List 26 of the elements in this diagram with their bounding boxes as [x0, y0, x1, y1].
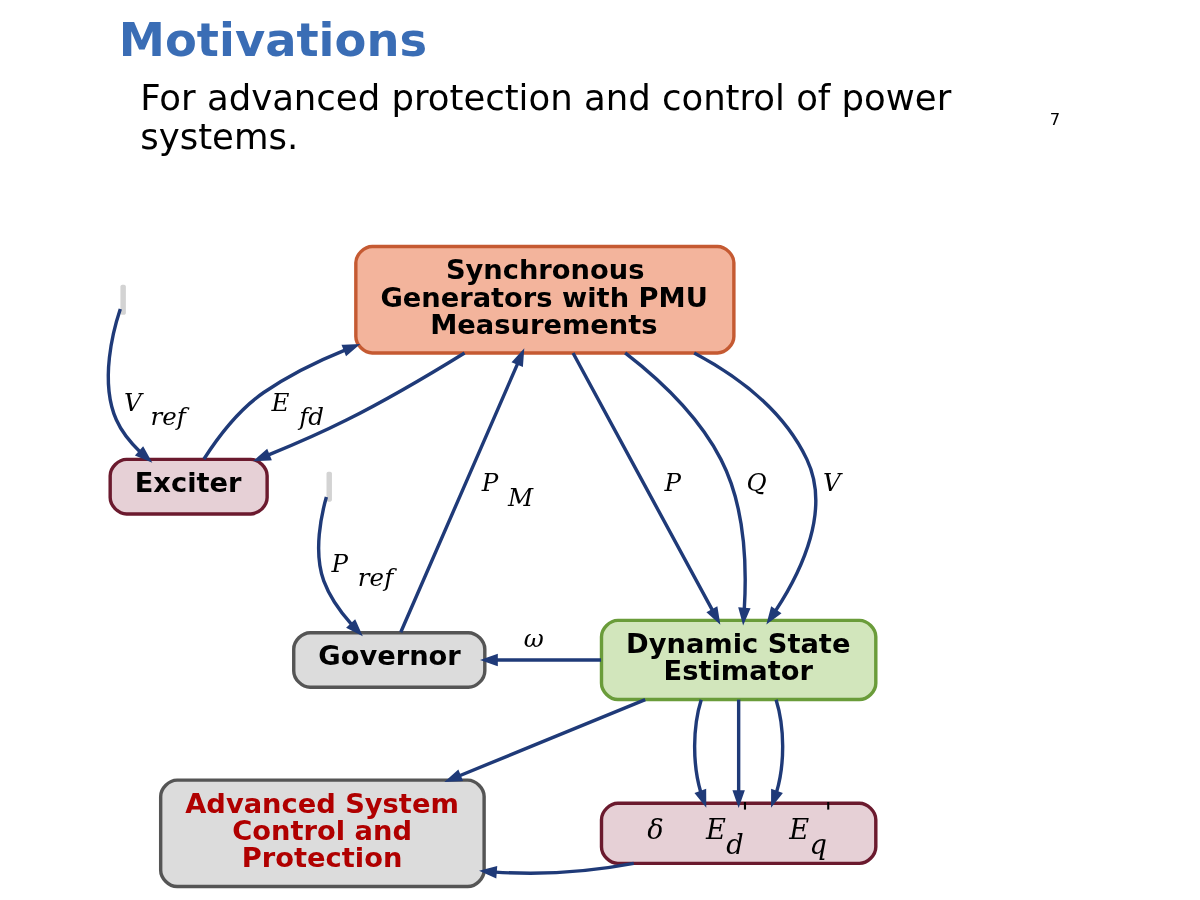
label: For advanced protection and control of power systems.: [140, 76, 952, 157]
arrow: [106, 307, 153, 463]
diagram-title: Motivations: [118, 12, 428, 67]
label: 7: [1049, 109, 1061, 129]
edge-label: V: [822, 467, 841, 497]
arrow: [771, 698, 785, 808]
node-box: Exciter: [108, 457, 269, 516]
arrow: [480, 653, 602, 666]
edge-label: P: [664, 467, 682, 497]
arrow: [316, 496, 363, 636]
arrow: [479, 861, 635, 878]
edge-label: Q: [746, 467, 767, 497]
arrow: [571, 351, 721, 625]
edge-label: ω: [523, 623, 544, 653]
arrow: [692, 698, 707, 808]
arrow: [693, 351, 818, 624]
arrow: [444, 697, 646, 782]
node-box: Synchronous Generators with PMU Measurements: [354, 244, 736, 355]
arrow: [399, 347, 525, 633]
node-box: Advanced System Control and Protection: [158, 777, 486, 888]
node-box: Governor: [292, 630, 487, 689]
arrow: [624, 351, 751, 625]
arrow: [202, 343, 361, 460]
node-box: Dynamic State Estimator: [599, 618, 878, 701]
arrow: [732, 699, 745, 808]
arrow: [253, 350, 466, 461]
